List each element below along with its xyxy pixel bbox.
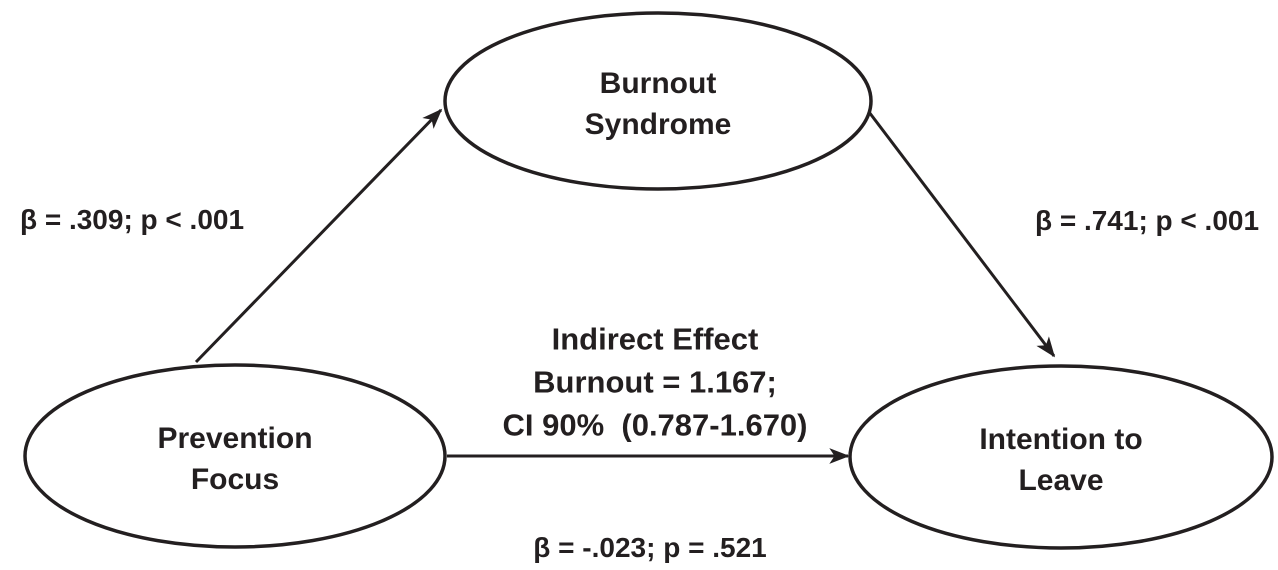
direct-path-coefficient-label: β = -.023; p = .521	[533, 532, 767, 563]
path-b-coefficient-label: β = .741; p < .001	[1034, 205, 1260, 236]
burnout-syndrome-ellipse	[443, 11, 873, 191]
prevention-focus-label: Prevention Focus	[157, 422, 313, 496]
indirect-effect-label: Indirect Effect Burnout = 1.167; CI 90% …	[502, 321, 808, 443]
intention-to-leave-ellipse	[848, 364, 1274, 550]
prevention-focus-ellipse	[23, 363, 447, 549]
arrow-burnout-to-intention	[867, 111, 1056, 358]
path-a-coefficient-label: β = .309; p < .001	[19, 204, 245, 235]
burnout-syndrome-label: Burnout Syndrome	[584, 67, 732, 141]
intention-to-leave-label: Intention to Leave	[979, 423, 1143, 497]
arrow-prevention-to-burnout	[194, 108, 443, 364]
